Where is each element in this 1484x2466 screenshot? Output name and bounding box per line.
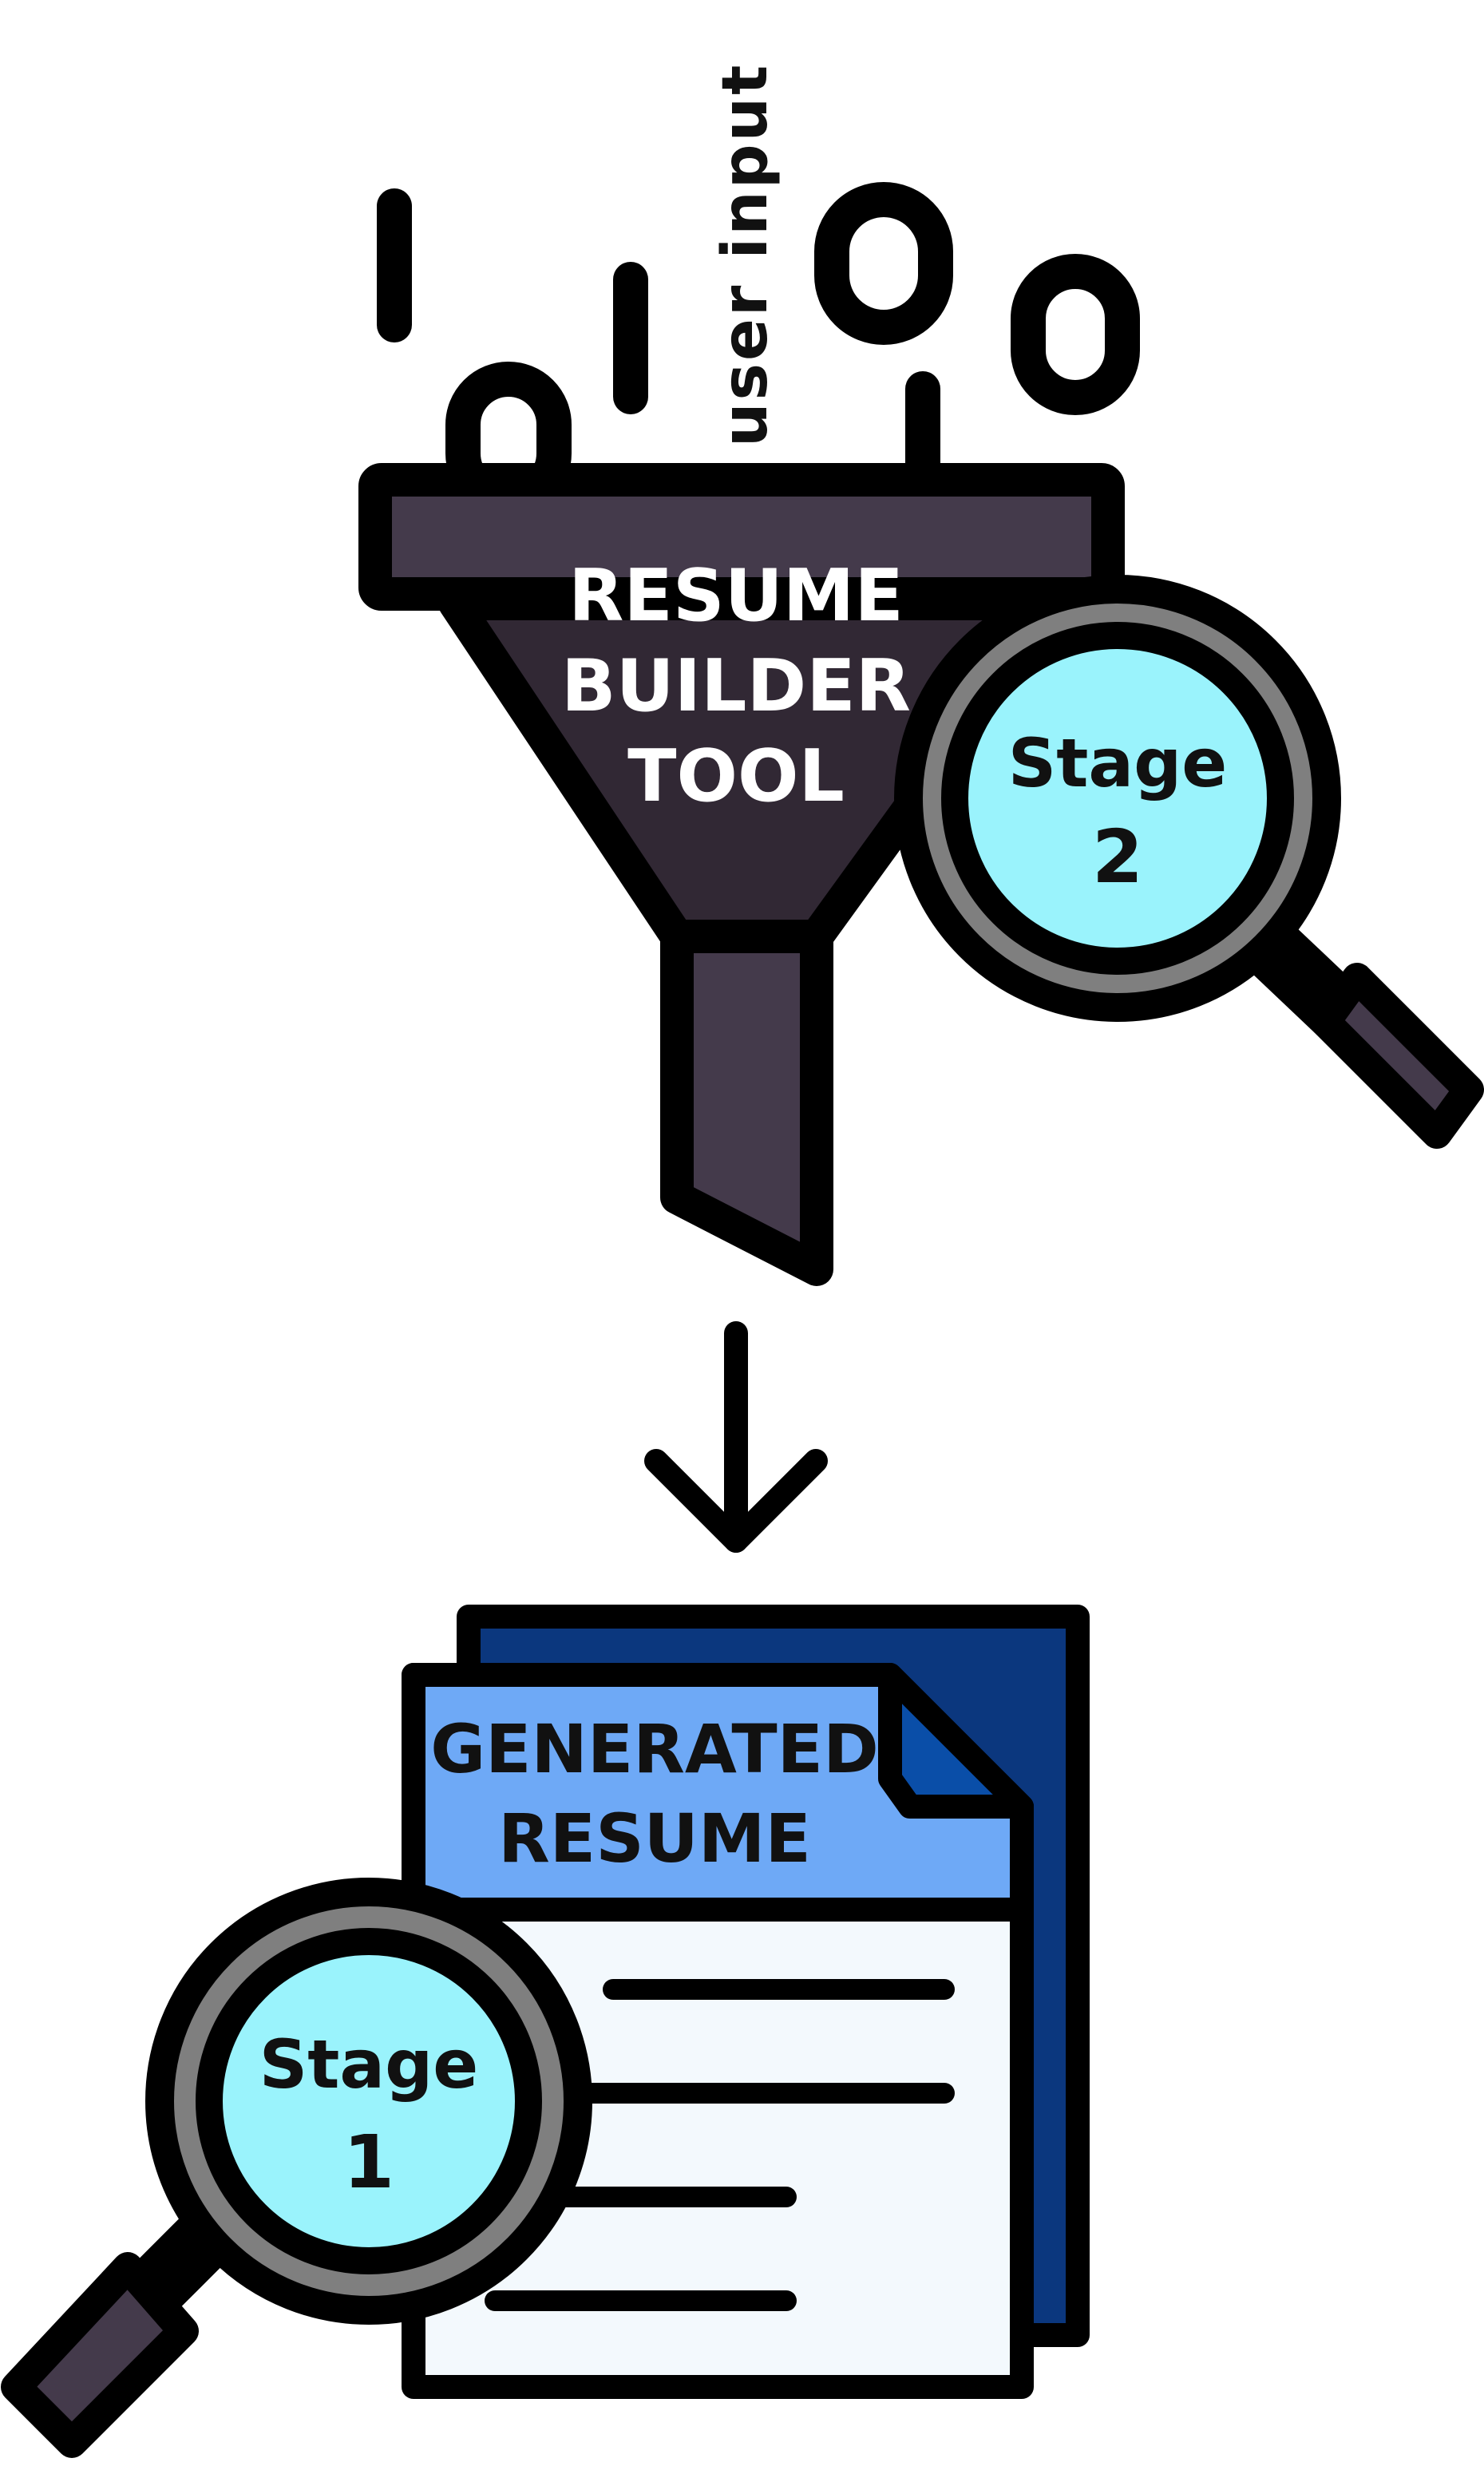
document-header [402,1663,1034,1922]
funnel [358,463,1125,1286]
document-fold [878,1663,1034,1819]
funnel-spout [660,920,833,1286]
stage2-magnifier [894,575,1484,1149]
user-input-label: user input [710,63,782,447]
stage2-lens [941,622,1294,975]
funnel-label-line3: TOOL [627,734,845,818]
funnel-label-line1: RESUME [568,554,904,638]
stage1-lens [196,1928,542,2274]
bit-zero-top [814,182,953,345]
bit-zero-right [1011,254,1140,415]
input-bits [377,182,1140,517]
resume-document [402,1605,1090,2399]
funnel-rim [358,463,1125,611]
stage1-grip [1,2252,199,2458]
stage2-grip [1310,963,1484,1149]
funnel-label-line2: BUILDER [561,644,911,728]
stage2-word: Stage [1008,724,1227,802]
stage2-number: 2 [1092,814,1143,900]
document-label-line2: RESUME [498,1799,811,1878]
stage1-magnifier [1,1878,592,2458]
document-label-line1: GENERATED [430,1710,879,1788]
stage1-word: Stage [259,2025,478,2104]
stage1-number: 1 [343,2120,394,2205]
down-arrow-icon [644,1321,828,1553]
